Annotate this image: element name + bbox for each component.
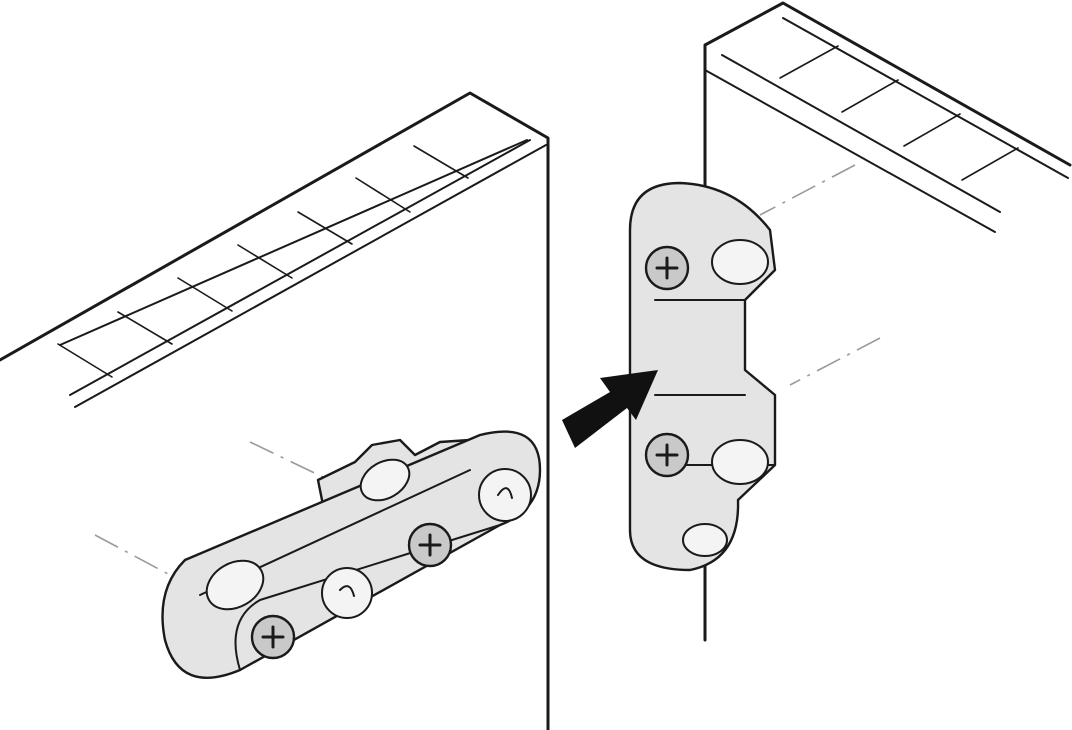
- left-panel: [0, 91, 550, 730]
- arrow-right-up-icon: [562, 370, 658, 448]
- phillips-screw-icon: [644, 245, 690, 291]
- phillips-screw-icon: [407, 522, 453, 568]
- right-panel: [703, 1, 1072, 642]
- right-connector: [628, 181, 777, 572]
- phillips-screw-icon: [250, 614, 296, 660]
- phillips-screw-icon: [644, 432, 690, 478]
- left-connector: [161, 430, 542, 679]
